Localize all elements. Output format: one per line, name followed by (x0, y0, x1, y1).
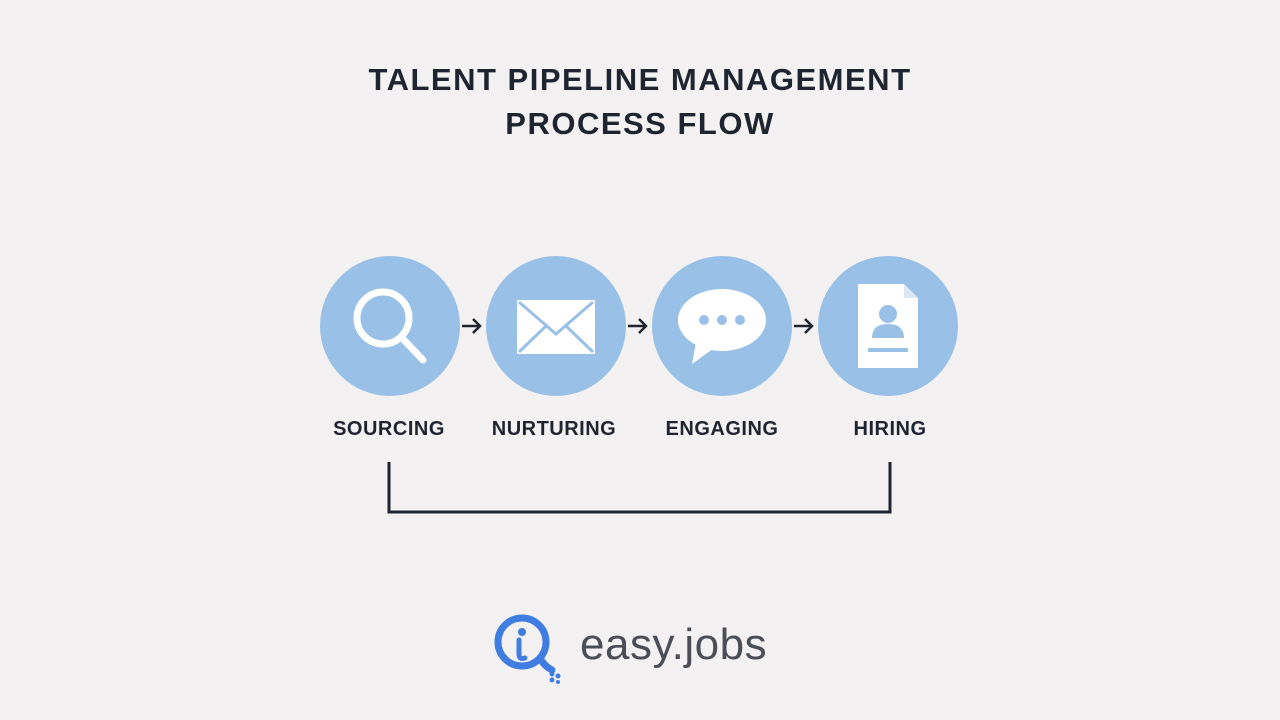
step-nurturing-label: NURTURING (491, 418, 617, 440)
step-sourcing-label: SOURCING (333, 418, 445, 440)
envelope-icon (517, 300, 595, 354)
step-hiring-label: HIRING (853, 418, 927, 440)
arrow-right-icon (462, 318, 482, 334)
step-sourcing-circle (320, 256, 460, 396)
arrow-right-icon (794, 318, 814, 334)
title-line-1: TALENT PIPELINE MANAGEMENT (368, 62, 912, 97)
magnifying-glass-icon (353, 288, 427, 364)
step-engaging-circle (652, 256, 792, 396)
arrow-right-icon (628, 318, 648, 334)
logo-wordmark: easy.jobs (580, 620, 768, 669)
resume-document-icon (858, 284, 918, 368)
easy-jobs-logo-icon (494, 614, 561, 684)
title-line-2: PROCESS FLOW (505, 106, 775, 141)
step-nurturing-circle (486, 256, 626, 396)
chat-bubble-icon (678, 289, 766, 364)
step-engaging-label: ENGAGING (665, 418, 779, 440)
diagram-title: TALENT PIPELINE MANAGEMENT PROCESS FLOW (0, 58, 1280, 146)
easy-jobs-logo: easy.jobs (492, 612, 792, 692)
step-hiring-circle (818, 256, 958, 396)
